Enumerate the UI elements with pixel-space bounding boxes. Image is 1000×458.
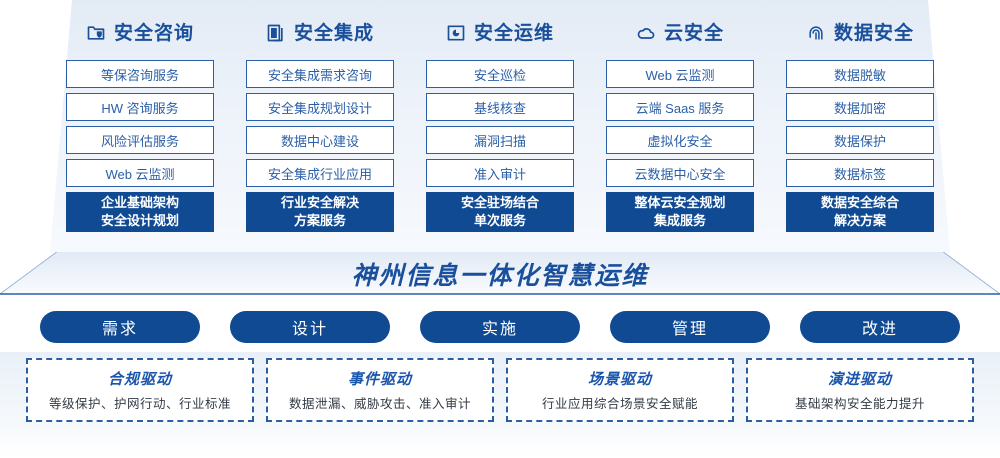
highlight-line-1: 安全驻场结合 xyxy=(460,195,539,211)
platform-banner-title: 神州信息一体化智慧运维 xyxy=(351,262,649,290)
cloud-icon xyxy=(636,23,656,43)
folder-shield-icon xyxy=(86,23,106,43)
phase-pill-requirements[interactable]: 需求 xyxy=(40,311,200,343)
service-item[interactable]: 数据中心建设 xyxy=(246,126,394,154)
phase-pill-improvement[interactable]: 改进 xyxy=(800,311,960,343)
service-item[interactable]: 基线核查 xyxy=(426,93,574,121)
highlight-line-2: 安全设计规划 xyxy=(100,213,179,228)
column-header: 数据安全 xyxy=(786,18,934,48)
service-highlight[interactable]: 整体云安全规划 集成服务 xyxy=(606,192,754,232)
driver-card-evolution[interactable]: 演进驱动 基础架构安全能力提升 xyxy=(746,358,974,422)
column-title: 云安全 xyxy=(663,22,724,44)
service-item[interactable]: 安全巡检 xyxy=(426,60,574,88)
phase-pill-design[interactable]: 设计 xyxy=(230,311,390,343)
column-title: 数据安全 xyxy=(833,22,914,44)
phase-pill-row: 需求 设计 实施 管理 改进 xyxy=(40,311,960,343)
service-item[interactable]: HW 咨询服务 xyxy=(66,93,214,121)
service-highlight[interactable]: 行业安全解决 方案服务 xyxy=(246,192,394,232)
highlight-line-2: 解决方案 xyxy=(833,213,886,228)
service-item[interactable]: 虚拟化安全 xyxy=(606,126,754,154)
column-title: 安全集成 xyxy=(293,22,374,44)
service-item[interactable]: 等保咨询服务 xyxy=(66,60,214,88)
driver-title: 合规驱动 xyxy=(107,371,172,388)
perspective-platform xyxy=(0,248,1000,298)
service-highlight[interactable]: 企业基础架构 安全设计规划 xyxy=(66,192,214,232)
highlight-line-1: 企业基础架构 xyxy=(100,195,179,211)
driver-description: 行业应用综合场景安全赋能 xyxy=(541,397,698,411)
phase-pill-management[interactable]: 管理 xyxy=(610,311,770,343)
highlight-line-2: 单次服务 xyxy=(473,213,526,228)
service-item[interactable]: 安全集成需求咨询 xyxy=(246,60,394,88)
folder-chart-icon xyxy=(446,23,466,43)
service-highlight[interactable]: 数据安全综合 解决方案 xyxy=(786,192,934,232)
service-item[interactable]: 数据脱敏 xyxy=(786,60,934,88)
driver-card-compliance[interactable]: 合规驱动 等级保护、护网行动、行业标准 xyxy=(26,358,254,422)
service-item[interactable]: 云端 Saas 服务 xyxy=(606,93,754,121)
service-column-security-consulting[interactable]: 安全咨询 等保咨询服务 HW 咨询服务 风险评估服务 Web 云监测 企业基础架… xyxy=(50,0,230,252)
service-column-security-operations[interactable]: 安全运维 安全巡检 基线核查 漏洞扫描 准入审计 安全驻场结合 单次服务 xyxy=(410,0,590,252)
driver-description: 数据泄漏、威胁攻击、准入审计 xyxy=(288,397,471,411)
highlight-line-2: 方案服务 xyxy=(293,213,346,228)
driver-card-scenario[interactable]: 场景驱动 行业应用综合场景安全赋能 xyxy=(506,358,734,422)
documents-icon xyxy=(266,23,286,43)
drivers-row: 合规驱动 等级保护、护网行动、行业标准 事件驱动 数据泄漏、威胁攻击、准入审计 … xyxy=(26,358,974,422)
service-item[interactable]: 数据加密 xyxy=(786,93,934,121)
column-header: 安全咨询 xyxy=(66,18,214,48)
column-title: 安全运维 xyxy=(473,22,554,44)
column-header: 安全集成 xyxy=(246,18,394,48)
driver-title: 场景驱动 xyxy=(587,371,652,388)
highlight-line-1: 整体云安全规划 xyxy=(634,195,726,211)
service-column-cloud-security[interactable]: 云安全 Web 云监测 云端 Saas 服务 虚拟化安全 云数据中心安全 整体云… xyxy=(590,0,770,252)
service-item[interactable]: 安全集成行业应用 xyxy=(246,159,394,187)
driver-title: 演进驱动 xyxy=(827,371,892,388)
service-item[interactable]: 安全集成规划设计 xyxy=(246,93,394,121)
column-header: 安全运维 xyxy=(426,18,574,48)
service-item[interactable]: 数据标签 xyxy=(786,159,934,187)
service-columns: 安全咨询 等保咨询服务 HW 咨询服务 风险评估服务 Web 云监测 企业基础架… xyxy=(50,0,950,252)
service-highlight[interactable]: 安全驻场结合 单次服务 xyxy=(426,192,574,232)
service-column-security-integration[interactable]: 安全集成 安全集成需求咨询 安全集成规划设计 数据中心建设 安全集成行业应用 行… xyxy=(230,0,410,252)
service-item[interactable]: Web 云监测 xyxy=(606,60,754,88)
highlight-line-1: 数据安全综合 xyxy=(820,195,899,211)
service-item[interactable]: 云数据中心安全 xyxy=(606,159,754,187)
highlight-line-1: 行业安全解决 xyxy=(280,195,359,211)
phase-pill-implementation[interactable]: 实施 xyxy=(420,311,580,343)
fingerprint-icon xyxy=(806,23,826,43)
column-header: 云安全 xyxy=(606,18,754,48)
service-item[interactable]: Web 云监测 xyxy=(66,159,214,187)
service-item[interactable]: 漏洞扫描 xyxy=(426,126,574,154)
service-item[interactable]: 准入审计 xyxy=(426,159,574,187)
driver-description: 基础架构安全能力提升 xyxy=(794,397,925,411)
highlight-line-2: 集成服务 xyxy=(653,213,706,228)
driver-description: 等级保护、护网行动、行业标准 xyxy=(48,397,231,411)
service-item[interactable]: 数据保护 xyxy=(786,126,934,154)
column-title: 安全咨询 xyxy=(113,22,194,44)
service-item[interactable]: 风险评估服务 xyxy=(66,126,214,154)
service-column-data-security[interactable]: 数据安全 数据脱敏 数据加密 数据保护 数据标签 数据安全综合 解决方案 xyxy=(770,0,950,252)
driver-title: 事件驱动 xyxy=(347,371,412,388)
driver-card-incident[interactable]: 事件驱动 数据泄漏、威胁攻击、准入审计 xyxy=(266,358,494,422)
